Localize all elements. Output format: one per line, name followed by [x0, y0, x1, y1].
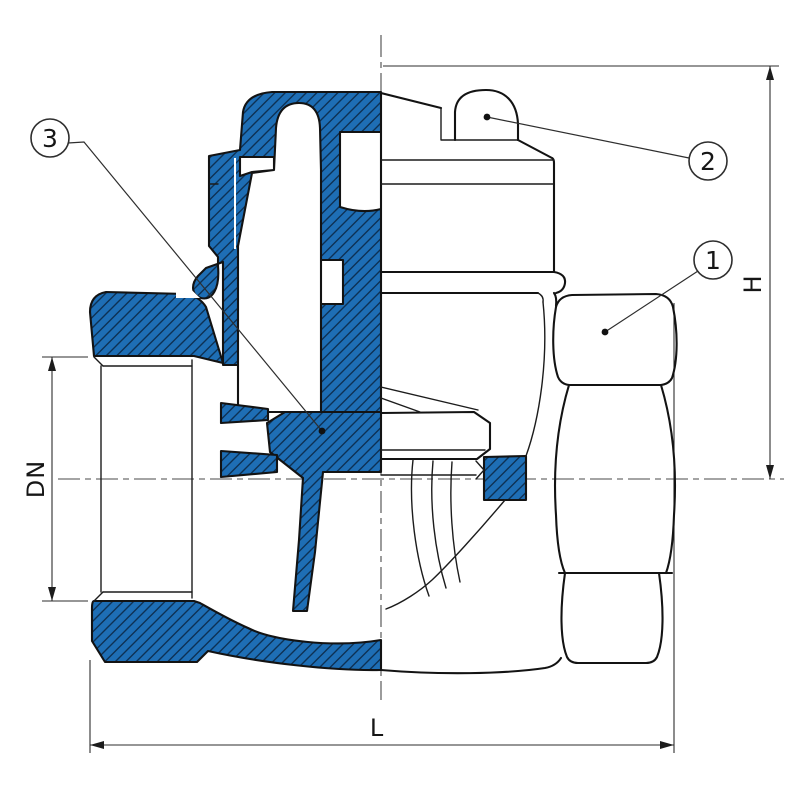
- port-thread-lines: [93, 183, 219, 602]
- disc-guide-curves: [410, 459, 461, 597]
- callout-2-number: 2: [700, 147, 716, 176]
- seat-boss-edges: [380, 386, 479, 413]
- callout-2-leader: [486, 116, 690, 159]
- port-hex-middle-right-edge: [659, 383, 676, 575]
- body-bottom-edge: [379, 656, 563, 675]
- callout-3-balloon: [30, 118, 70, 158]
- callout-2: 2: [483, 113, 728, 181]
- neck-fillet: [537, 292, 544, 303]
- seat-left-upper-section: [219, 401, 270, 425]
- callout-2-dot: [483, 113, 491, 121]
- callout-3-dot: [318, 427, 326, 435]
- h-arrow-up: [766, 66, 774, 80]
- l-arrow-left: [90, 741, 104, 749]
- body-bowl-lower-curve: [385, 499, 506, 610]
- callout-1-dot: [601, 328, 609, 336]
- callout-3-number: 3: [42, 124, 58, 153]
- body-bowl-upper-curve: [525, 301, 546, 457]
- callout-1-number: 1: [705, 246, 721, 275]
- cap-band-lines: [380, 159, 555, 185]
- dimension-h: H: [739, 66, 774, 479]
- seat-left-lower-section: [219, 449, 279, 479]
- body-lower-shell-section: [90, 599, 383, 672]
- neck-gap-mask: [176, 275, 200, 298]
- h-arrow-down: [766, 465, 774, 479]
- port-hex-middle-left-edge: [554, 383, 571, 575]
- port-hex-bottom-band: [560, 571, 664, 665]
- body-upper-wall-section: [88, 290, 225, 365]
- disc-exterior-edge-lines: [380, 449, 486, 480]
- dn-arrow-down: [48, 587, 56, 601]
- callout-1-leader: [604, 270, 699, 333]
- callout-2-balloon: [688, 141, 728, 181]
- bonnet-section: [192, 90, 383, 414]
- dn-label: DN: [22, 460, 50, 498]
- dimension-dn: DN: [22, 357, 56, 601]
- cap-dome: [453, 88, 520, 142]
- l-label: L: [370, 714, 384, 742]
- callout-1-balloon: [693, 240, 733, 280]
- disc-exterior: [379, 410, 492, 461]
- exterior-right-half: [379, 88, 678, 675]
- h-label: H: [739, 274, 767, 293]
- callout-3-leader: [67, 141, 323, 432]
- dn-arrow-up: [48, 357, 56, 371]
- l-arrow-right: [660, 741, 674, 749]
- section-left-half: [88, 90, 528, 672]
- disc-section: [265, 410, 383, 613]
- cap-top-edge: [379, 91, 443, 110]
- dimension-l: L: [90, 714, 674, 749]
- callout-1: 1: [601, 240, 733, 336]
- callout-3: 3: [30, 118, 326, 435]
- seat-ring-section: [482, 454, 528, 502]
